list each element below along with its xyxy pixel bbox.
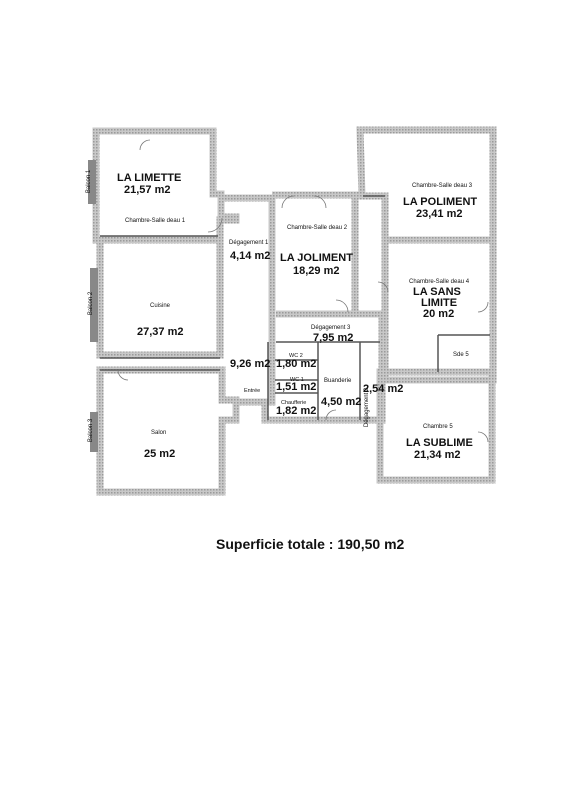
room-area-degagement1: 4,14 m2 xyxy=(230,250,271,262)
room-label-entree: Entrée xyxy=(244,388,261,394)
room-name-poliment: LA POLIMENT xyxy=(403,196,478,208)
room-area-poliment: 23,41 m2 xyxy=(416,208,463,220)
room-area-sanslimite: 20 m2 xyxy=(423,308,455,320)
room-name-limette: LA LIMETTE xyxy=(117,172,182,184)
room-label-sde5: Sde 5 xyxy=(453,352,469,358)
room-label-degagement2: Dégagement 2 xyxy=(364,387,371,428)
room-label-degagement1: Dégagement 1 xyxy=(229,240,269,246)
room-name2-sanslimite: LIMITE xyxy=(421,297,458,309)
room-area-limette: 21,57 m2 xyxy=(124,184,171,196)
room-area-wc2: 1,80 m2 xyxy=(276,358,317,370)
room-name-sanslimite: LA SANS xyxy=(413,286,461,298)
room-label-degagement3: Dégagement 3 xyxy=(311,325,351,331)
room-area-entree: 9,26 m2 xyxy=(230,358,271,370)
room-area-sublime: 21,34 m2 xyxy=(414,449,461,461)
room-label-limette: Chambre-Salle deau 1 xyxy=(125,218,186,224)
room-name-sublime: LA SUBLIME xyxy=(406,437,473,449)
room-label-wc2: WC 2 xyxy=(289,353,303,359)
room-area-chaufferie: 1,82 m2 xyxy=(276,405,317,417)
room-area-degagement2: 2,54 m2 xyxy=(363,383,404,395)
door-swings xyxy=(117,139,489,443)
room-label-joliment: Chambre-Salle deau 2 xyxy=(287,225,348,231)
room-area-salon: 25 m2 xyxy=(144,448,176,460)
room-label-poliment: Chambre-Salle deau 3 xyxy=(412,183,473,189)
total-surface: Superficie totale : 190,50 m2 xyxy=(216,536,405,552)
room-label-buanderie: Buanderie xyxy=(324,378,352,384)
balcon-1-label: Balcon 1 xyxy=(86,169,93,194)
balconies xyxy=(88,160,98,452)
exterior-walls xyxy=(92,126,497,496)
room-area-joliment: 18,29 m2 xyxy=(293,265,340,277)
room-name-joliment: LA JOLIMENT xyxy=(280,252,353,264)
room-label-chaufferie: Chaufferie xyxy=(281,400,307,406)
balcon-2-label: Balcon 2 xyxy=(88,291,95,316)
room-label-sanslimite: Chambre-Salle deau 4 xyxy=(409,279,470,285)
room-label-salon: Salon xyxy=(151,430,167,436)
room-label-wc1: WC 1 xyxy=(290,377,304,383)
room-label-sublime: Chambre 5 xyxy=(423,424,453,430)
room-label-cuisine: Cuisine xyxy=(150,303,171,309)
balcon-3-label: Balcon 3 xyxy=(88,418,95,443)
interior-walls xyxy=(100,195,490,420)
room-area-buanderie: 4,50 m2 xyxy=(321,396,362,408)
room-area-cuisine: 27,37 m2 xyxy=(137,326,184,338)
room-area-wc1: 1,51 m2 xyxy=(276,381,317,393)
room-area-degagement3: 7,95 m2 xyxy=(313,332,354,344)
